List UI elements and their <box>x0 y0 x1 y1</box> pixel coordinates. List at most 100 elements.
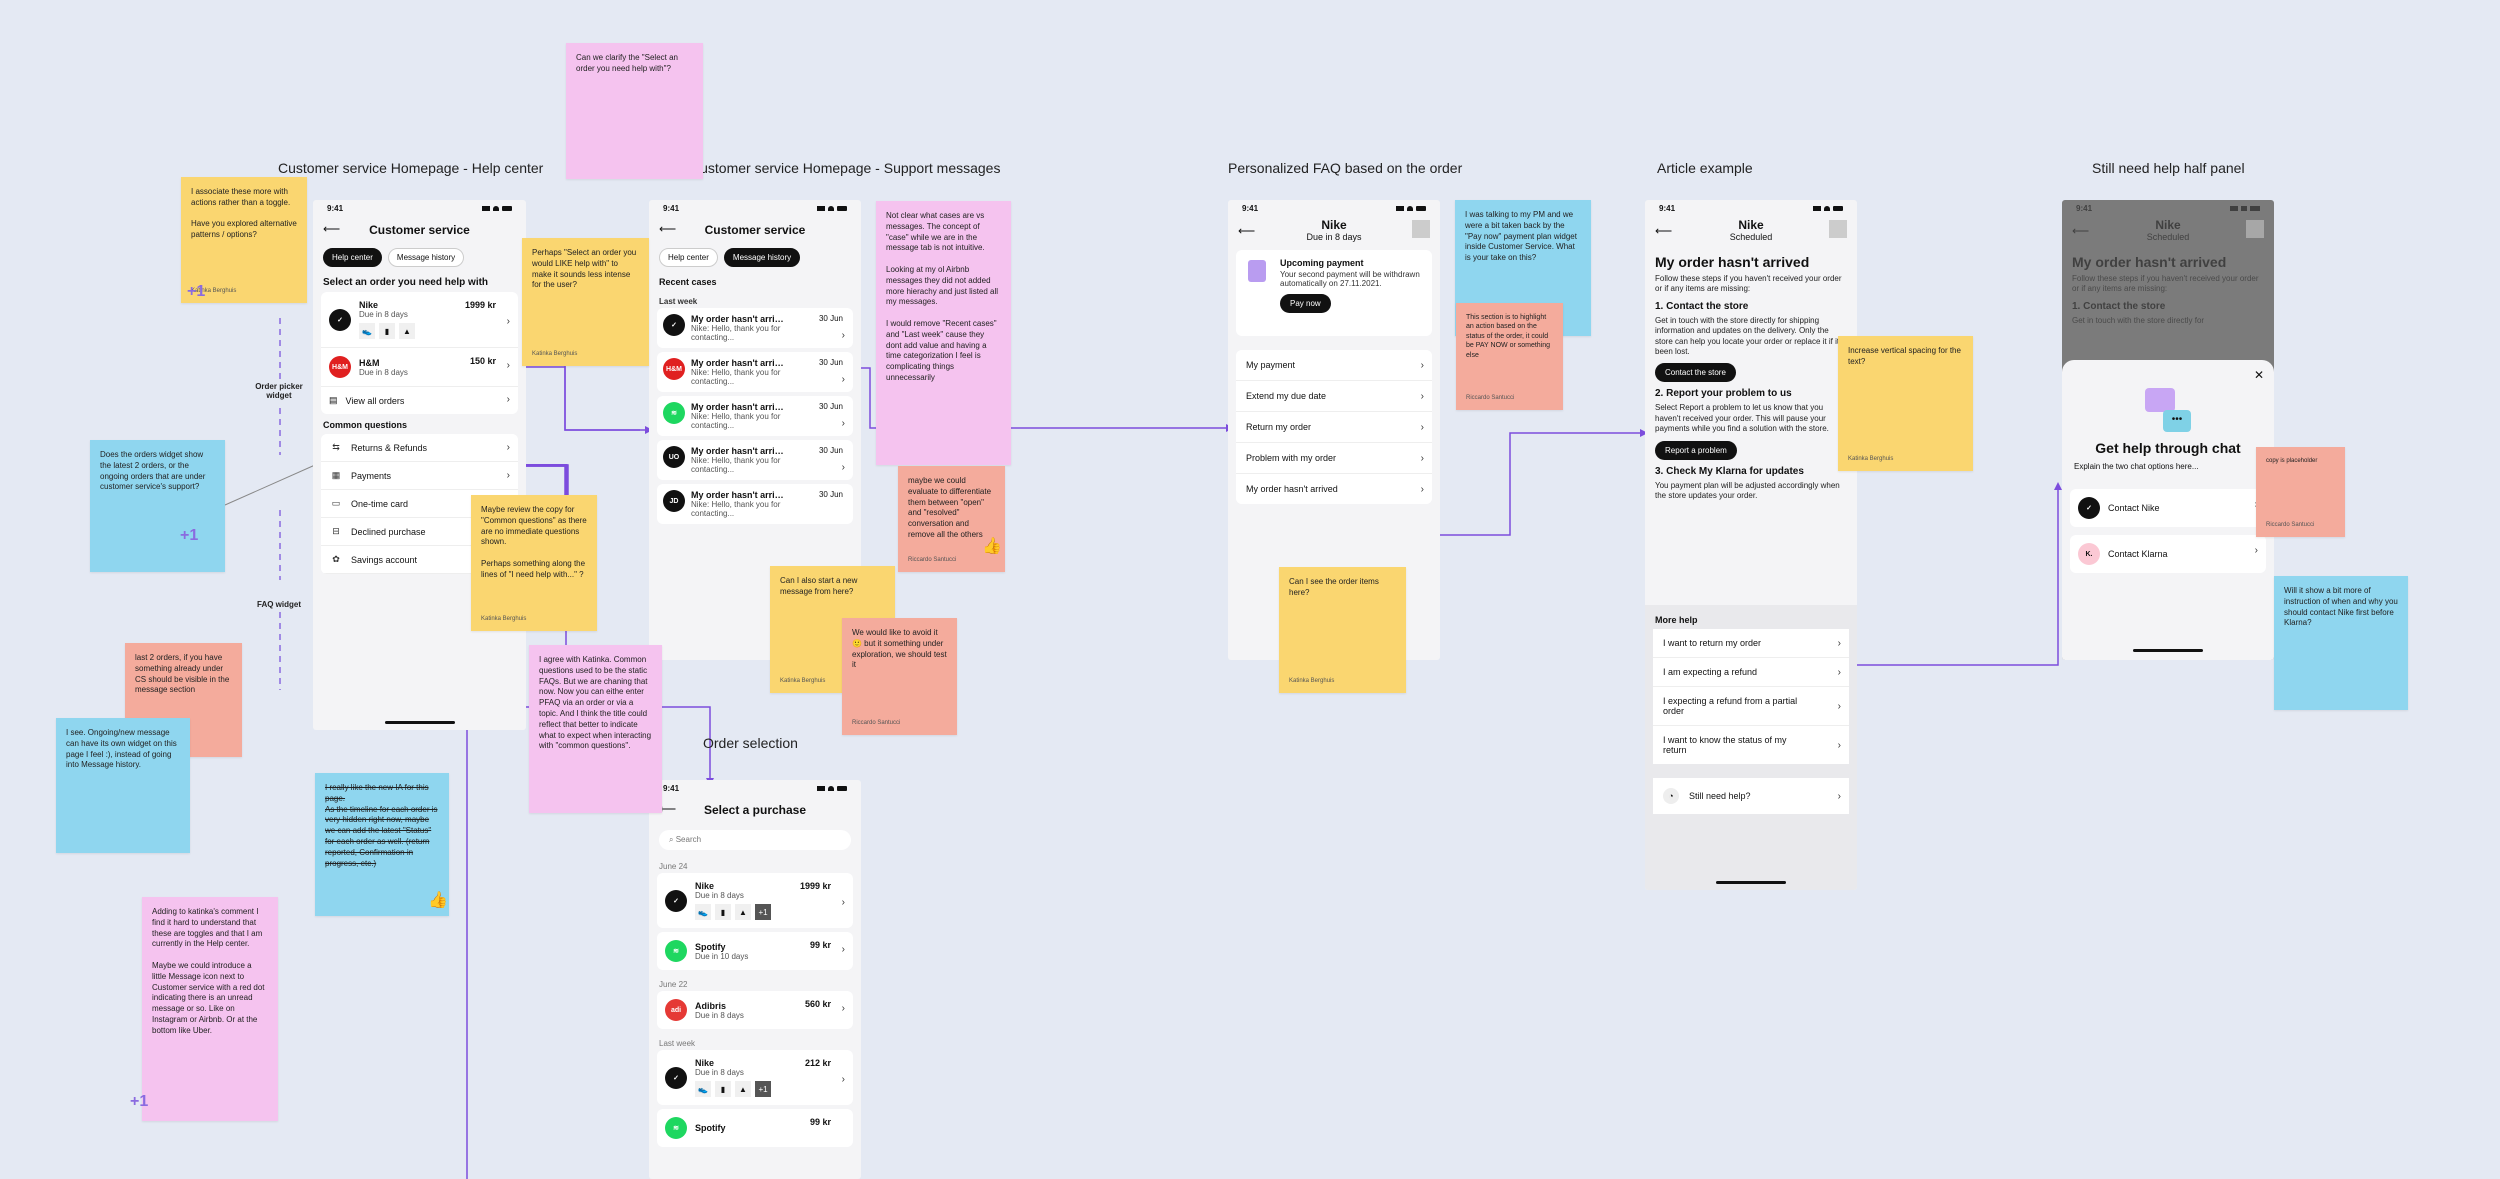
purchase-due: Due in 10 days <box>695 951 749 961</box>
more-help-item[interactable]: I expecting a refund from a partial orde… <box>1653 687 1849 726</box>
faq-topic-item[interactable]: Return my order› <box>1236 412 1432 443</box>
note-author: Katinka Berghuis <box>191 287 237 294</box>
sticky-note[interactable]: I agree with Katinka. Common questions u… <box>529 645 662 813</box>
page-title: Select a purchase <box>703 803 807 817</box>
tab-help-center[interactable]: Help center <box>323 248 382 267</box>
back-arrow-icon[interactable]: ⟵ <box>1238 224 1256 238</box>
contact-nike-button[interactable]: ✓Contact Nike› <box>2070 489 2266 527</box>
status-time: 9:41 <box>663 203 680 213</box>
note-text: Does the orders widget show the latest 2… <box>100 450 206 492</box>
faq-topic-label: Return my order <box>1246 422 1312 432</box>
faq-item-payments[interactable]: ▦Payments› <box>321 462 518 490</box>
sticky-note[interactable]: This section is to highlight an action b… <box>1456 303 1563 410</box>
sticky-note[interactable]: I really like the new IA for this page. … <box>315 773 449 916</box>
article-intro: Follow these steps if you haven't receiv… <box>2072 274 2259 294</box>
view-all-label: View all orders <box>345 395 405 406</box>
sticky-note[interactable]: Can we clarify the "Select an order you … <box>566 43 703 179</box>
merchant-due: Due in 8 days <box>1306 232 1362 242</box>
view-all-orders[interactable]: ▤ View all orders › <box>321 387 518 414</box>
case-date: 30 Jun <box>818 402 843 411</box>
payment-icon: ▦ <box>331 470 341 480</box>
faq-item-returns[interactable]: ⇆Returns & Refunds› <box>321 434 518 462</box>
more-help-item[interactable]: I want to return my order› <box>1653 629 1849 658</box>
case-item[interactable]: ≋My order hasn't arriv...Nike: Hello, th… <box>657 396 853 436</box>
sticky-note[interactable]: I see. Ongoing/new message can have its … <box>56 718 190 853</box>
search-input[interactable]: ⌕ Search <box>659 830 851 850</box>
note-author: Riccardo Santucci <box>908 556 957 563</box>
still-need-help-button[interactable]: ◔Still need help?› <box>1653 778 1849 814</box>
more-help-item[interactable]: I want to know the status of my return› <box>1653 726 1849 764</box>
contact-label: Contact Klarna <box>2108 549 2168 559</box>
return-icon: ⇆ <box>332 442 340 452</box>
faq-topic-item[interactable]: My order hasn't arrived› <box>1236 474 1432 504</box>
purchase-merchant: Nike <box>695 1058 715 1068</box>
faq-topic-item[interactable]: Extend my due date› <box>1236 381 1432 412</box>
sticky-note[interactable]: Maybe review the copy for "Common questi… <box>471 495 597 631</box>
chevron-right-icon: › <box>841 330 845 341</box>
sticky-note[interactable]: We would like to avoid it 🙂 but it somet… <box>842 618 957 735</box>
back-arrow-icon[interactable]: ⟵ <box>659 802 677 816</box>
purchase-thumbnails: 👟▮▲+1 <box>695 904 771 920</box>
search-placeholder: Search <box>675 835 702 844</box>
chevron-right-icon: › <box>1837 700 1841 712</box>
common-questions-heading: Common questions <box>323 420 408 430</box>
purchase-amount: 560 kr <box>804 999 831 1009</box>
case-item[interactable]: ✓My order hasn't arriv...Nike: Hello, th… <box>657 308 853 348</box>
close-icon[interactable]: ✕ <box>2253 368 2264 382</box>
sticky-note[interactable]: Not clear what cases are vs messages. Th… <box>876 201 1011 465</box>
note-text: Increase vertical spacing for the text? <box>1848 346 1961 366</box>
date-group-heading: Last week <box>659 1039 696 1048</box>
sticky-note[interactable]: Can I see the order items here?Katinka B… <box>1279 567 1406 693</box>
merchant-name: Nike <box>1738 218 1764 232</box>
back-arrow-icon[interactable]: ⟵ <box>1655 224 1673 238</box>
faq-topic-item[interactable]: My payment› <box>1236 350 1432 381</box>
more-help-label: I want to know the status of my return <box>1663 735 1787 755</box>
contact-store-button[interactable]: Contact the store <box>1655 363 1736 383</box>
sticky-note[interactable]: maybe we could evaluate to differentiate… <box>898 466 1005 572</box>
plus-one-reaction-icon: +1 <box>187 283 206 300</box>
bag-icon: ▮ <box>715 1081 731 1097</box>
status-icons <box>817 785 847 791</box>
tab-help-center[interactable]: Help center <box>659 248 718 267</box>
sticky-note[interactable]: Does the orders widget show the latest 2… <box>90 440 225 572</box>
report-problem-button[interactable]: Report a problem <box>1655 440 1737 460</box>
step1-text: Get in touch with the store directly for… <box>1655 315 1845 356</box>
more-help-list: I want to return my order› I am expectin… <box>1653 629 1849 764</box>
frame-title-orderselect: Order selection <box>703 735 798 751</box>
case-snippet: Nike: Hello, thank you for contacting... <box>691 412 781 430</box>
status-icons <box>482 205 512 211</box>
sticky-note[interactable]: I associate these more with actions rath… <box>181 177 307 303</box>
order-status: Scheduled <box>1729 232 1773 242</box>
pay-now-button[interactable]: Pay now <box>1280 294 1331 313</box>
back-arrow-icon[interactable]: ⟵ <box>659 222 677 236</box>
back-arrow-icon[interactable]: ⟵ <box>323 222 341 236</box>
faq-topic-item[interactable]: Problem with my order› <box>1236 443 1432 474</box>
sticky-note[interactable]: Will it show a bit more of instruction o… <box>2274 576 2408 710</box>
contact-klarna-button[interactable]: K.Contact Klarna› <box>2070 535 2266 573</box>
sticky-note[interactable]: Perhaps "Select an order you would LIKE … <box>522 238 649 366</box>
note-text: Can I see the order items here? <box>1289 577 1379 597</box>
step1-title: 1. Contact the store <box>1655 300 1749 312</box>
bag-icon: ▮ <box>715 904 731 920</box>
merchant-header: ⟵ Nike Due in 8 days <box>1228 216 1440 250</box>
chevron-right-icon: › <box>841 1003 845 1014</box>
more-help-item[interactable]: I am expecting a refund› <box>1653 658 1849 687</box>
tab-message-history[interactable]: Message history <box>387 248 465 267</box>
step3-text: You payment plan will be adjusted accord… <box>1655 480 1840 500</box>
tab-message-history[interactable]: Message history <box>723 248 801 267</box>
sticky-note[interactable]: Adding to katinka's comment I find it ha… <box>142 897 278 1121</box>
sticky-note[interactable]: Increase vertical spacing for the text?K… <box>1838 336 1973 471</box>
